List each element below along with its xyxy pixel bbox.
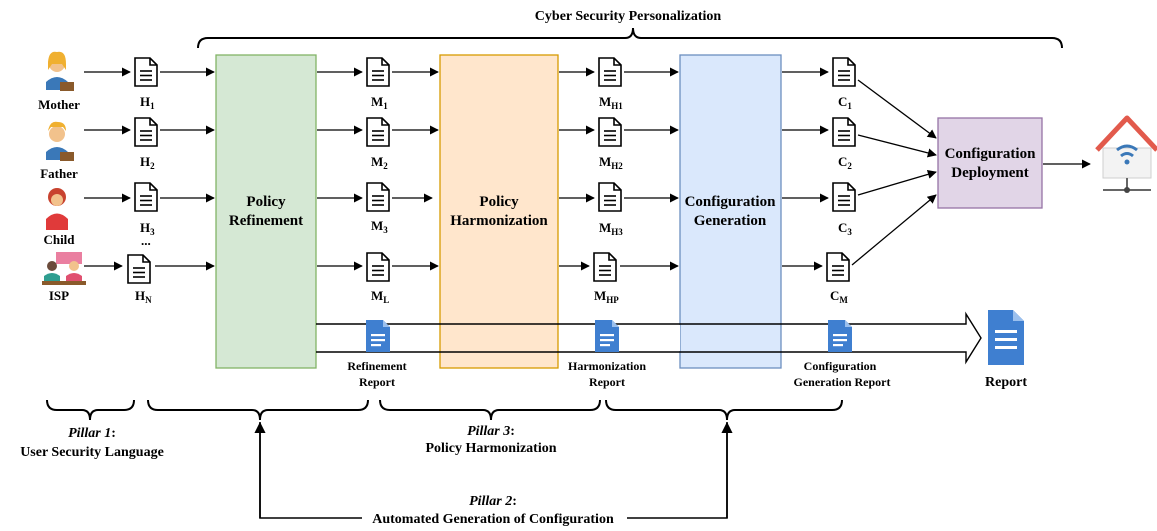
user-label-child: Child	[43, 232, 75, 247]
m-doc-icon	[366, 252, 390, 282]
h-doc-icon	[134, 182, 158, 212]
harmonization-label-2: Harmonization	[450, 213, 548, 229]
m-doc-icon	[366, 57, 390, 87]
m1-label: M1	[371, 94, 388, 111]
harmonization-report-label-1: Harmonization	[568, 359, 646, 373]
refinement-report-icon	[366, 320, 390, 352]
user-label-isp: ISP	[49, 288, 69, 303]
pillar2-brace-left	[147, 399, 369, 421]
h-doc-icon	[127, 254, 151, 284]
c-doc-icon	[832, 57, 856, 87]
refinement-label-1: Policy	[246, 194, 286, 210]
h3-label: H3	[140, 220, 155, 237]
user-isp-avatar	[42, 252, 86, 285]
mhp-label: MHP	[594, 288, 619, 305]
harmonization-report-icon	[595, 320, 619, 352]
arrow-c2-deployment	[857, 134, 937, 158]
user-child-avatar	[46, 188, 68, 230]
report-flow-arrow	[316, 311, 982, 365]
generation-report-label-1: Configuration	[804, 359, 877, 373]
m2-label: M2	[371, 154, 388, 171]
refinement-report-label-1: Refinement	[347, 359, 406, 373]
pillar2-desc: Automated Generation of Configuration	[372, 512, 614, 527]
policy-refinement-box	[215, 54, 317, 369]
user-father-avatar	[46, 121, 74, 161]
user-label-father: Father	[40, 166, 78, 181]
mh-doc-icon	[598, 182, 622, 212]
pillar2-connector-left	[259, 422, 362, 519]
h1-label: H1	[140, 94, 155, 111]
mh2-label: MH2	[599, 154, 623, 171]
mh-doc-icon	[598, 117, 622, 147]
mh1-label: MH1	[599, 94, 623, 111]
c1-label: C1	[838, 94, 852, 111]
c3-label: C3	[838, 220, 852, 237]
pillar2-title: Pillar 2:	[469, 494, 517, 509]
diagram-title: Cyber Security Personalization	[535, 9, 722, 24]
h-doc-icon	[134, 117, 158, 147]
generation-report-label-2: Generation Report	[794, 375, 891, 389]
mh-doc-icon	[598, 57, 622, 87]
refinement-report-label-2: Report	[359, 375, 395, 389]
final-report-label: Report	[985, 375, 1027, 390]
configuration-generation-box	[679, 54, 782, 369]
user-label-mother: Mother	[38, 97, 80, 112]
pillar2-brace-right	[605, 399, 843, 421]
h2-label: H2	[140, 154, 155, 171]
pillar1-brace	[46, 399, 135, 421]
configuration-deployment-box	[937, 117, 1043, 209]
pillar1-desc: User Security Language	[20, 445, 164, 460]
smart-home-router-icon	[1095, 115, 1157, 193]
mh3-label: MH3	[599, 220, 623, 237]
arrow-c1-deployment	[857, 79, 937, 139]
refinement-label-2: Refinement	[229, 213, 303, 229]
policy-harmonization-box	[439, 54, 559, 369]
final-report-icon	[988, 310, 1024, 365]
ml-label: ML	[371, 288, 389, 305]
m-doc-icon	[366, 182, 390, 212]
deployment-label-2: Deployment	[951, 165, 1029, 181]
pillar3-brace	[379, 399, 601, 421]
generation-label-2: Generation	[694, 213, 767, 229]
report-band-gap	[560, 325, 680, 351]
c-doc-icon	[826, 252, 850, 282]
c2-label: C2	[838, 154, 852, 171]
harmonization-report-label-2: Report	[589, 375, 625, 389]
hn-label: HN	[135, 288, 152, 305]
pillar2-connector-right	[627, 422, 728, 519]
generation-report-icon	[828, 320, 852, 352]
m-doc-icon	[366, 117, 390, 147]
harmonization-label-1: Policy	[479, 194, 519, 210]
cm-label: CM	[830, 288, 848, 305]
deployment-label-1: Configuration	[945, 146, 1037, 162]
ellipsis: ...	[141, 233, 151, 248]
m3-label: M3	[371, 218, 388, 235]
arrow-cm-deployment	[851, 194, 937, 266]
c-doc-icon	[832, 117, 856, 147]
c-doc-icon	[832, 182, 856, 212]
mh-doc-icon	[593, 252, 617, 282]
pillar1-title: Pillar 1:	[68, 426, 116, 441]
user-mother-avatar	[46, 51, 74, 91]
generation-label-1: Configuration	[685, 194, 777, 210]
pillar3-desc: Policy Harmonization	[425, 441, 556, 456]
top-brace	[197, 27, 1063, 49]
h-doc-icon	[134, 57, 158, 87]
arrow-c3-deployment	[857, 169, 937, 196]
pillar3-title: Pillar 3:	[467, 424, 515, 439]
